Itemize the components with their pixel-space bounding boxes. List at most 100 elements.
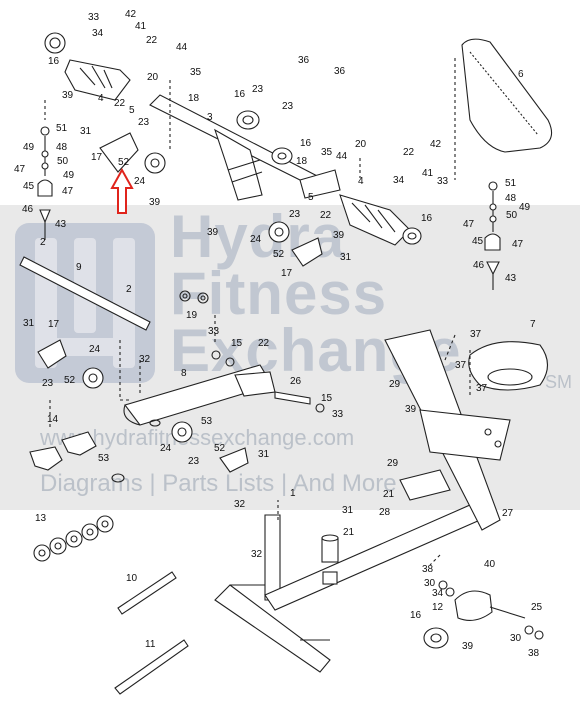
part-label-5: 5 (308, 192, 314, 203)
part-label-15: 15 (231, 338, 243, 349)
pulley-16-a (236, 110, 260, 130)
part-label-39: 39 (149, 197, 161, 208)
part-label-40: 40 (484, 559, 496, 570)
part-label-37: 37 (470, 329, 482, 340)
part-label-39: 39 (405, 404, 417, 415)
part-label-2: 2 (126, 284, 132, 295)
part-label-19: 19 (186, 310, 198, 321)
part-label-45: 45 (23, 181, 35, 192)
part-label-36: 36 (298, 55, 310, 66)
part-label-22: 22 (320, 210, 332, 221)
part-label-44: 44 (336, 151, 348, 162)
pulley-24-a (144, 152, 166, 174)
part-label-52: 52 (118, 157, 130, 168)
part-label-38: 38 (422, 564, 434, 575)
part-label-47: 47 (62, 186, 74, 197)
part-label-39: 39 (462, 641, 474, 652)
handle-14-b (61, 431, 97, 456)
clip-53-a (149, 419, 161, 427)
part-label-31: 31 (258, 449, 270, 460)
part-label-53: 53 (201, 416, 213, 427)
part-label-22: 22 (258, 338, 270, 349)
part-label-1: 1 (290, 488, 296, 499)
part-label-8: 8 (181, 368, 187, 379)
part-label-50: 50 (506, 210, 518, 221)
part-label-46: 46 (473, 260, 485, 271)
part-label-31: 31 (23, 318, 35, 329)
leg-tube-11 (114, 639, 189, 695)
part-label-43: 43 (505, 273, 517, 284)
part-label-33: 33 (88, 12, 100, 23)
part-label-33: 33 (208, 326, 220, 337)
part-label-17: 17 (91, 152, 103, 163)
part-label-21: 21 (383, 489, 395, 500)
main-frame-rail-1 (264, 504, 481, 611)
main-frame-upright-1 (264, 514, 281, 601)
part-label-46: 46 (22, 204, 34, 215)
part-label-42: 42 (125, 9, 137, 20)
part-label-49: 49 (63, 170, 75, 181)
part-label-13: 13 (35, 513, 47, 524)
part-label-51: 51 (505, 178, 517, 189)
pulley-16-c (402, 227, 422, 245)
pulley-16-e (423, 627, 449, 649)
watermark-trademark: SM (545, 372, 572, 392)
part-label-47: 47 (512, 239, 524, 250)
handle-14-a (29, 446, 63, 471)
part-label-20: 20 (147, 72, 159, 83)
part-label-49: 49 (23, 142, 35, 153)
part-label-43: 43 (55, 219, 67, 230)
part-label-39: 39 (62, 90, 74, 101)
part-label-2: 2 (40, 237, 46, 248)
part-label-31: 31 (342, 505, 354, 516)
part-label-18: 18 (296, 156, 308, 167)
axle-25 (489, 606, 526, 619)
part-label-22: 22 (114, 98, 126, 109)
shaft-26 (274, 391, 311, 405)
part-label-28: 28 (379, 507, 391, 518)
part-label-18: 18 (188, 93, 200, 104)
part-label-23: 23 (138, 117, 150, 128)
part-label-31: 31 (80, 126, 92, 137)
part-label-17: 17 (48, 319, 60, 330)
bracket-17-b (291, 237, 323, 267)
part-label-39: 39 (207, 227, 219, 238)
parts-linework (19, 32, 553, 695)
part-label-16: 16 (234, 89, 246, 100)
pop-pin-right (484, 181, 501, 290)
part-label-50: 50 (57, 156, 69, 167)
pedal-assembly-12 (454, 590, 493, 621)
seat-back-part (461, 38, 553, 153)
part-label-33: 33 (332, 409, 344, 420)
part-label-47: 47 (14, 164, 26, 175)
part-label-16: 16 (410, 610, 422, 621)
pulley-24-c (82, 367, 104, 389)
part-label-7: 7 (530, 319, 536, 330)
part-label-10: 10 (126, 573, 138, 584)
part-label-21: 21 (343, 527, 355, 538)
right-handle-arm (339, 194, 411, 246)
part-label-16: 16 (421, 213, 433, 224)
part-label-17: 17 (281, 268, 293, 279)
part-label-16: 16 (48, 56, 60, 67)
part-label-53: 53 (98, 453, 110, 464)
part-label-30: 30 (424, 578, 436, 589)
part-label-32: 32 (139, 354, 151, 365)
part-label-6: 6 (518, 69, 524, 80)
part-label-9: 9 (76, 262, 82, 273)
weight-plates-13 (33, 515, 114, 562)
part-label-3: 3 (207, 112, 213, 123)
part-label-4: 4 (358, 176, 364, 187)
part-label-12: 12 (432, 602, 444, 613)
part-label-48: 48 (505, 193, 517, 204)
part-label-39: 39 (333, 230, 345, 241)
part-label-29: 29 (389, 379, 401, 390)
pulley-24-b (268, 221, 290, 243)
bracket-17-a (99, 132, 139, 173)
part-label-23: 23 (282, 101, 294, 112)
part-label-34: 34 (92, 28, 104, 39)
part-label-35: 35 (190, 67, 202, 78)
part-label-52: 52 (273, 249, 285, 260)
leader-lines (44, 80, 471, 566)
